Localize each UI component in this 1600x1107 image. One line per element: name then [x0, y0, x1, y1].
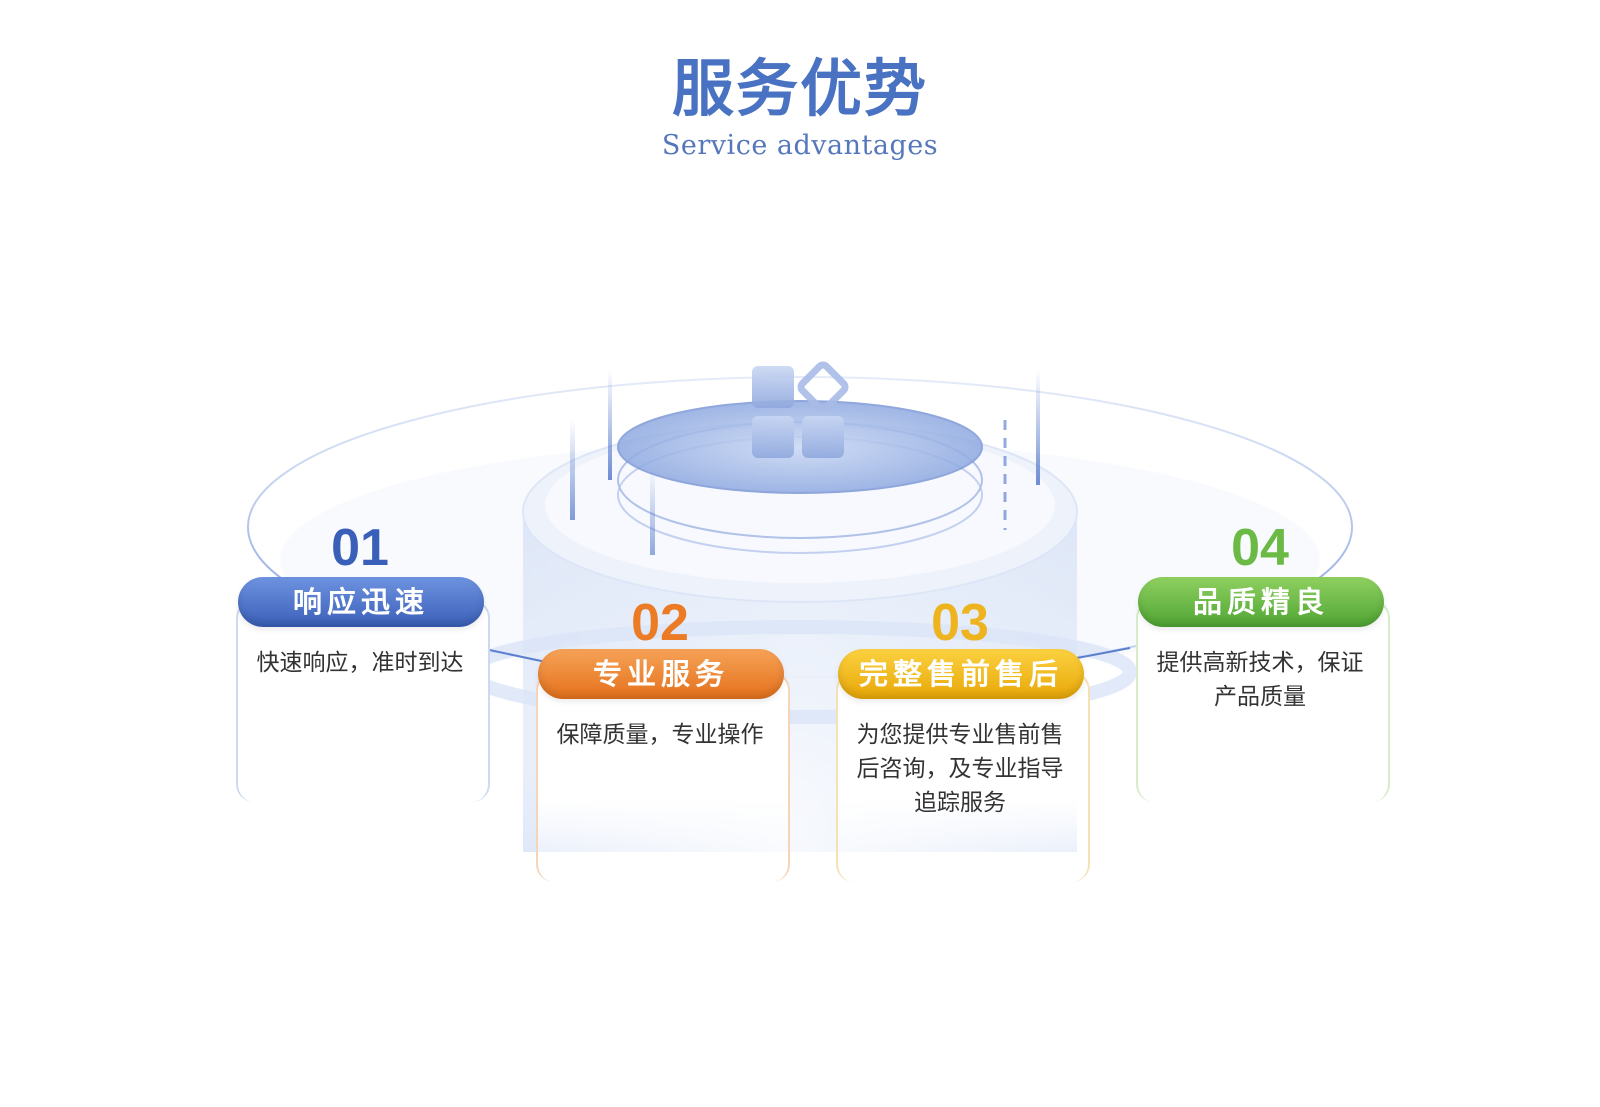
advantage-description: 为您提供专业售前售后咨询，及专业指导追踪服务 — [856, 722, 1064, 816]
advantage-title: 专业服务 — [538, 649, 784, 699]
advantage-description: 提供高新技术，保证产品质量 — [1156, 650, 1364, 710]
advantage-number: 01 — [331, 519, 389, 577]
advantage-card-body — [236, 600, 490, 802]
advantage-card-body — [536, 672, 790, 882]
advantage-card-body — [836, 672, 1090, 882]
advantage-description: 快速响应，准时到达 — [256, 650, 464, 676]
advantage-number: 02 — [631, 594, 689, 652]
advantage-card-body — [1136, 600, 1390, 802]
advantage-title: 响应迅速 — [238, 577, 484, 627]
page-title: 服务优势 — [671, 52, 928, 125]
advantage-number: 03 — [931, 594, 989, 652]
advantage-title: 完整售前售后 — [838, 649, 1084, 699]
app-grid-icon — [752, 361, 849, 458]
page-subtitle: Service advantages — [661, 130, 939, 161]
advantage-title: 品质精良 — [1138, 577, 1384, 627]
advantage-description: 保障质量，专业操作 — [556, 722, 764, 748]
advantage-number: 04 — [1231, 519, 1289, 577]
